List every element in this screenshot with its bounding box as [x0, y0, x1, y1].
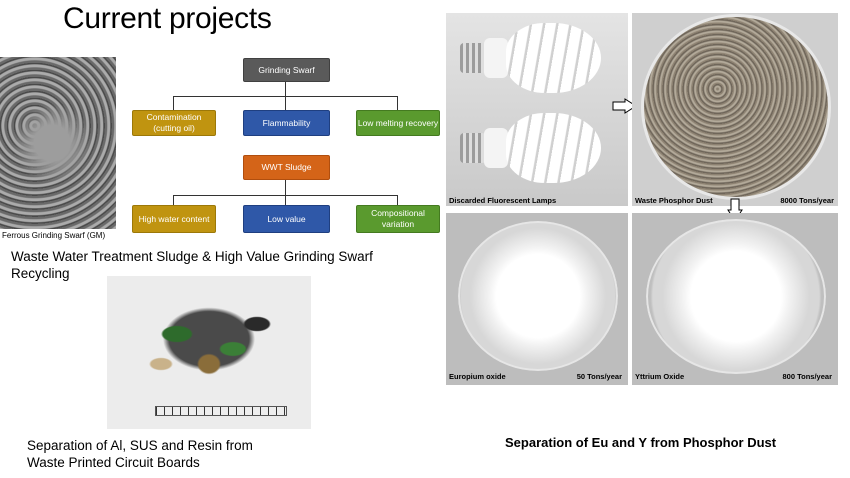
node-compositional-variation: Compositional variation — [356, 205, 440, 233]
wwt-swarf-caption: Waste Water Treatment Sludge & High Valu… — [11, 249, 373, 281]
y-quantity: 800 Tons/year — [782, 372, 832, 381]
dust-quantity: 8000 Tons/year — [780, 196, 834, 205]
arrow-right-icon — [612, 98, 637, 114]
node-low-melting-recovery: Low melting recovery — [356, 110, 440, 136]
eu-quantity: 50 Tons/year — [576, 372, 622, 381]
node-grinding-swarf: Grinding Swarf — [243, 58, 330, 82]
node-low-value: Low value — [243, 205, 330, 233]
node-high-water-content: High water content — [132, 205, 216, 233]
y-label: Yttrium Oxide — [635, 372, 685, 381]
page-title: Current projects — [63, 2, 272, 35]
dust-label: Waste Phosphor Dust — [635, 196, 713, 205]
circuit-board-scrap-photo — [107, 276, 311, 429]
node-flammability: Flammability — [243, 110, 330, 136]
yttrium-oxide-photo: Yttrium Oxide 800 Tons/year — [632, 213, 838, 385]
node-wwt-sludge: WWT Sludge — [243, 155, 330, 180]
lamps-label: Discarded Fluorescent Lamps — [449, 196, 557, 205]
swarf-photo-caption: Ferrous Grinding Swarf (GM) — [2, 231, 106, 240]
eu-label: Europium oxide — [449, 372, 506, 381]
phosphor-caption: Separation of Eu and Y from Phosphor Dus… — [505, 435, 777, 450]
node-contamination: Contamination (cutting oil) — [132, 110, 216, 136]
grinding-swarf-photo — [0, 57, 116, 229]
fluorescent-lamps-photo: Discarded Fluorescent Lamps — [446, 13, 628, 206]
phosphor-dust-photo: Waste Phosphor Dust 8000 Tons/year — [632, 13, 838, 206]
pcb-caption: Separation of Al, SUS and Resin from Was… — [27, 438, 253, 470]
europium-oxide-photo: Europium oxide 50 Tons/year — [446, 213, 628, 385]
